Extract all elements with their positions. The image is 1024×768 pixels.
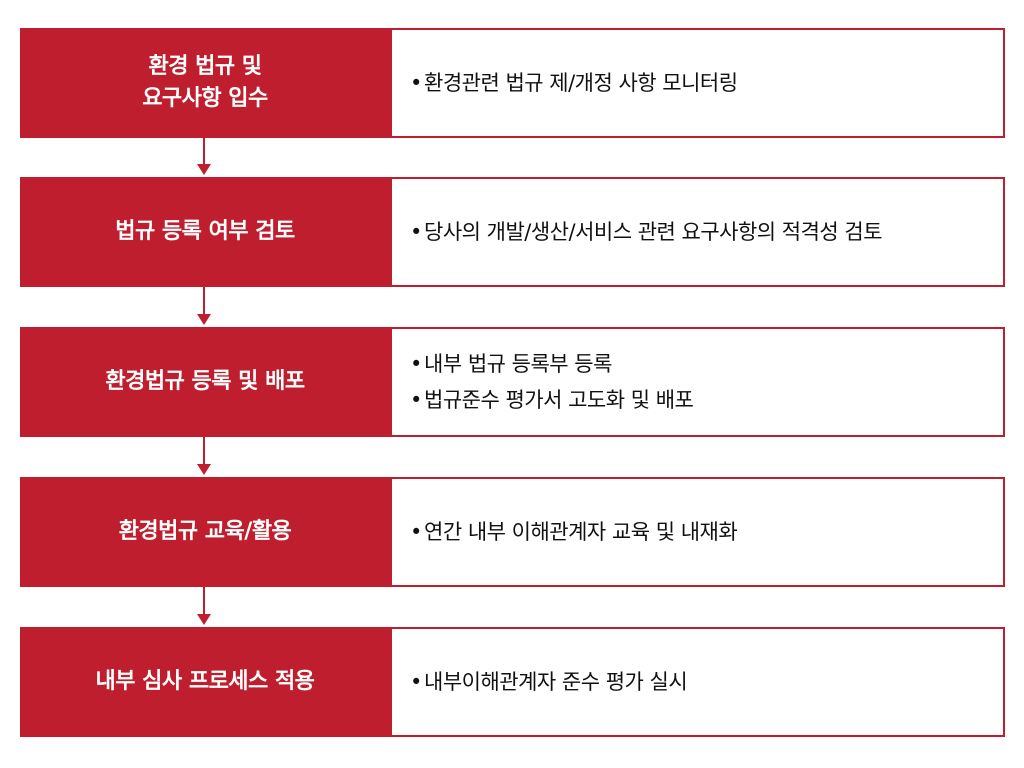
bullet-icon: •	[410, 670, 422, 694]
bullet-icon: •	[410, 220, 422, 244]
flow-connector-2	[203, 287, 205, 314]
step-5-label: 내부 심사 프로세스 적용	[95, 669, 315, 694]
list-item: • 법규준수 평가서 고도화 및 배포	[410, 382, 989, 418]
arrow-down-icon	[197, 464, 211, 475]
arrow-down-icon	[197, 164, 211, 175]
bullet-icon: •	[410, 71, 422, 95]
bullet-text: 환경관련 법규 제/개정 사항 모니터링	[424, 71, 738, 95]
step-3-label-box: 환경법규 등록 및 배포	[20, 327, 390, 437]
list-item: • 연간 내부 이해관계자 교육 및 내재화	[410, 514, 989, 550]
arrow-down-icon	[197, 614, 211, 625]
step-2-label-box: 법규 등록 여부 검토	[20, 177, 390, 287]
step-4-description: • 연간 내부 이해관계자 교육 및 내재화	[390, 477, 1005, 587]
bullet-text: 당사의 개발/생산/서비스 관련 요구사항의 적격성 검토	[424, 220, 883, 244]
step-2-label: 법규 등록 여부 검토	[115, 219, 295, 244]
step-4-label-box: 환경법규 교육/활용	[20, 477, 390, 587]
bullet-icon: •	[410, 388, 422, 412]
step-3-label: 환경법규 등록 및 배포	[105, 369, 305, 394]
step-4-label: 환경법규 교육/활용	[118, 519, 292, 544]
step-5-description: • 내부이해관계자 준수 평가 실시	[390, 627, 1005, 737]
step-1-label: 환경 법규 및 요구사항 입수	[142, 54, 268, 111]
flow-connector-4	[203, 587, 205, 614]
list-item: • 내부이해관계자 준수 평가 실시	[410, 664, 989, 700]
list-item: • 환경관련 법규 제/개정 사항 모니터링	[410, 65, 989, 101]
bullet-icon: •	[410, 352, 422, 376]
arrow-down-icon	[197, 314, 211, 325]
bullet-text: 법규준수 평가서 고도화 및 배포	[424, 388, 694, 412]
step-1-description: • 환경관련 법규 제/개정 사항 모니터링	[390, 28, 1005, 138]
step-1-label-box: 환경 법규 및 요구사항 입수	[20, 28, 390, 138]
flow-connector-3	[203, 437, 205, 464]
step-2-description: • 당사의 개발/생산/서비스 관련 요구사항의 적격성 검토	[390, 177, 1005, 287]
bullet-text: 연간 내부 이해관계자 교육 및 내재화	[424, 520, 738, 544]
flow-connector-1	[203, 138, 205, 164]
bullet-text: 내부 법규 등록부 등록	[424, 352, 612, 376]
step-5-label-box: 내부 심사 프로세스 적용	[20, 627, 390, 737]
list-item: • 당사의 개발/생산/서비스 관련 요구사항의 적격성 검토	[410, 214, 989, 250]
bullet-text: 내부이해관계자 준수 평가 실시	[424, 670, 688, 694]
bullet-icon: •	[410, 520, 422, 544]
step-3-description: • 내부 법규 등록부 등록 • 법규준수 평가서 고도화 및 배포	[390, 327, 1005, 437]
list-item: • 내부 법규 등록부 등록	[410, 346, 989, 382]
